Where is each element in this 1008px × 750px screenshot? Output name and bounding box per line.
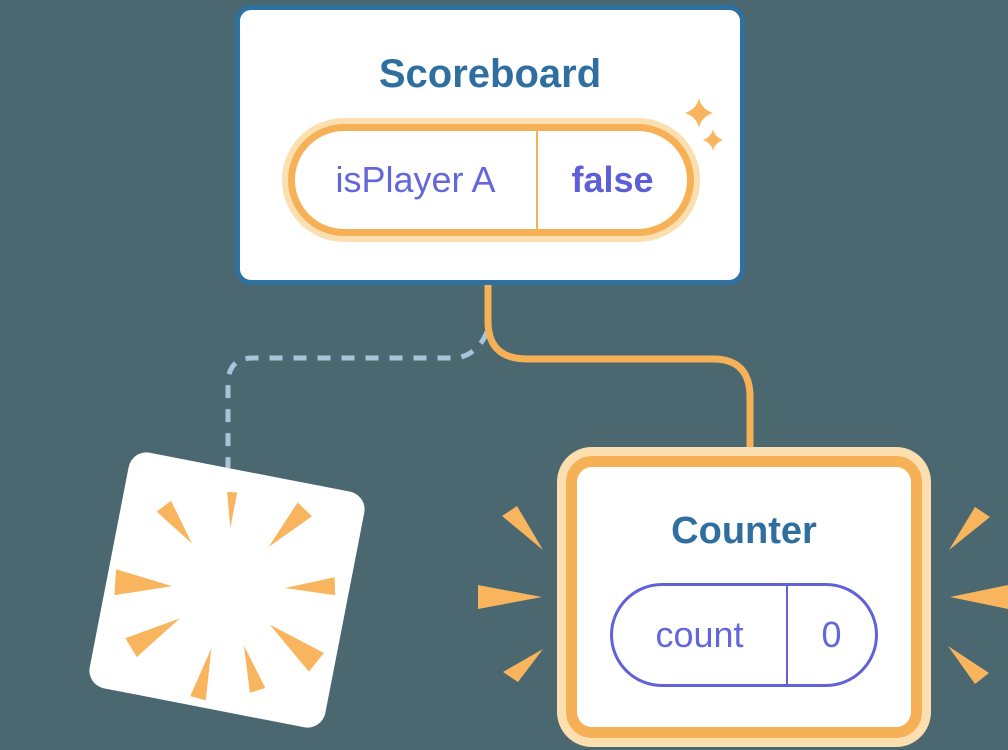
counter-state-pill: count 0 [610, 583, 878, 687]
state-name: isPlayer A [335, 159, 496, 200]
scoreboard-component-card: Scoreboard isPlayer A false [235, 5, 745, 285]
counter-title: Counter [671, 510, 817, 552]
state-name: count [655, 614, 744, 655]
destroyed-component-card [86, 449, 368, 731]
emphasis-right-icon [948, 507, 1008, 684]
state-value: false [571, 159, 654, 200]
dashed-connector [225, 330, 490, 468]
pill-divider [786, 586, 788, 684]
poof-burst-icon [114, 491, 336, 701]
state-value: 0 [821, 614, 842, 655]
pill-divider [536, 131, 538, 229]
scoreboard-state-pill: isPlayer A false [288, 124, 694, 236]
solid-connector [484, 283, 754, 453]
sparkles-icon [685, 98, 723, 151]
counter-component-card: Counter count 0 [566, 456, 922, 738]
emphasis-left-icon [478, 506, 543, 682]
scoreboard-title: Scoreboard [378, 52, 602, 96]
